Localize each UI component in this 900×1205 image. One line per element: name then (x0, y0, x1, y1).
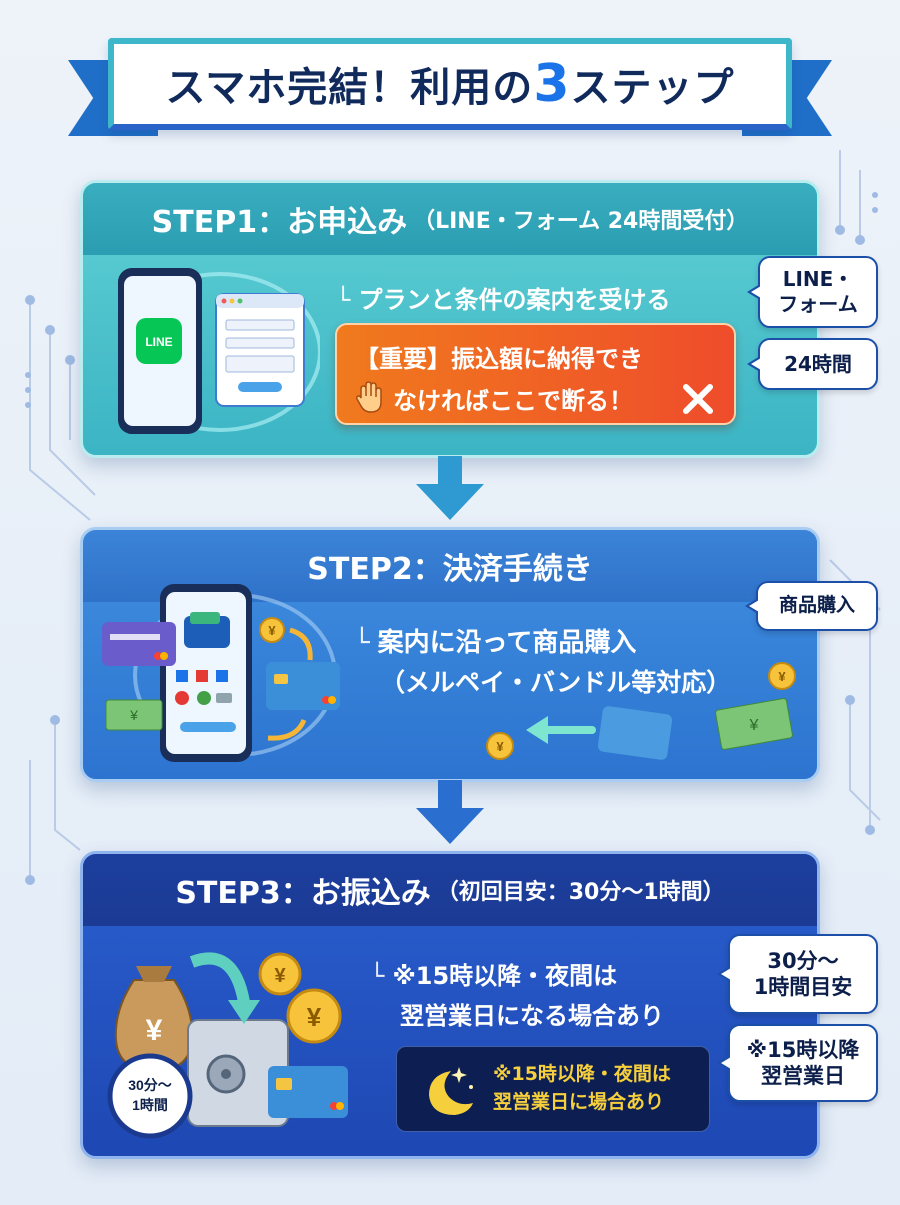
step3-point-line2: 翌営業日になる場合あり (400, 996, 664, 1031)
title-text: スマホ完結！利用の (165, 65, 534, 111)
payment-illustration: ¥ ¥ (102, 584, 340, 762)
step3-point-text1: ※15時以降・夜間は (392, 962, 618, 990)
warning-line1: 【重要】振込額に納得でき (355, 345, 643, 373)
coin-yen-symbol: ¥ (307, 1002, 322, 1032)
bag-yen-symbol: ¥ (146, 1014, 163, 1047)
step1-point: └プランと条件の案内を受ける (336, 280, 670, 315)
coin-yen-symbol: ¥ (268, 623, 276, 638)
bracket-mark: └ (370, 962, 385, 990)
transfer-illustration: ¥ ¥ ¥ 30分〜 1時間 (107, 952, 348, 1139)
bubble-text-1: 30分〜 (767, 948, 839, 973)
step2-title: STEP2：決済手続き (307, 552, 593, 587)
step1-warning-box: 【重要】振込額に納得でき なければここで断る！ (335, 323, 736, 425)
step2-point-text2: （メルペイ・バンドル等対応） (380, 668, 732, 697)
down-arrow-1 (416, 456, 484, 520)
bubble-text-2: 翌営業日 (761, 1064, 845, 1088)
step1-bubble-line-form: LINE・ フォーム (747, 256, 878, 328)
down-arrow-2 (416, 780, 484, 844)
cross-icon (683, 384, 713, 414)
bubble-text-1: LINE・ (782, 267, 854, 291)
banner-plate: スマホ完結！利用の3ステップ (108, 38, 792, 130)
bracket-mark: └ (336, 286, 351, 314)
step3-header: STEP3：お振込み （初回目安：30分〜1時間） (83, 854, 817, 926)
moon-icon (429, 1067, 473, 1115)
title-banner: スマホ完結！利用の3ステップ (68, 38, 832, 148)
warning-line2: なければここで断る！ (393, 387, 633, 415)
title-number: 3 (533, 54, 571, 114)
phone-form-illustration: LINE (118, 268, 320, 434)
step3-point-line1: └※15時以降・夜間は (370, 956, 617, 991)
bubble-text-2: 1時間目安 (753, 975, 853, 999)
step2-point-text1: 案内に沿って商品購入 (377, 628, 637, 658)
coin-yen-symbol: ¥ (778, 669, 786, 684)
step1-header: STEP1：お申込み （LINE・フォーム 24時間受付） (83, 183, 817, 255)
night-notice-box: ※15時以降・夜間は 翌営業日に場合あり (396, 1046, 710, 1132)
card-transfer-illustration: ¥ ¥ ¥ (486, 662, 796, 760)
step1-point-text: プランと条件の案内を受ける (358, 286, 671, 314)
step3-title: STEP3：お振込み (175, 876, 431, 911)
line-app-icon: LINE (145, 335, 172, 349)
step3-bubble-after15: ※15時以降 翌営業日 (717, 1024, 878, 1102)
night-line2: 翌営業日に場合あり (493, 1090, 665, 1113)
coin-yen-symbol: ¥ (496, 739, 504, 754)
night-line1: ※15時以降・夜間は (493, 1063, 671, 1085)
page-title: スマホ完結！利用の3ステップ (166, 54, 735, 114)
stop-hand-icon (356, 381, 382, 413)
bubble-text: 24時間 (784, 351, 852, 376)
bill-yen-symbol: ¥ (749, 717, 759, 734)
step2-point-line1: └案内に沿って商品購入 (354, 622, 636, 659)
bubble-text-2: フォーム (778, 292, 858, 316)
coin-yen-symbol: ¥ (274, 965, 286, 987)
title-tail: ステップ (570, 65, 735, 111)
bubble-text: 商品購入 (778, 594, 855, 617)
step3-point-text2: 翌営業日になる場合あり (400, 1002, 664, 1030)
step3-subtitle: （初回目安：30分〜1時間） (436, 880, 725, 905)
step2-point-line2: （メルペイ・バンドル等対応） (380, 663, 731, 699)
step2-bubble-purchase: 商品購入 (745, 581, 878, 631)
night-notice-text: ※15時以降・夜間は 翌営業日に場合あり (493, 1061, 671, 1116)
clock-line1: 30分〜 (128, 1077, 172, 1093)
step2-panel: STEP2：決済手続き (80, 527, 820, 782)
step1-title: STEP1：お申込み (151, 205, 408, 240)
bill-yen-symbol: ¥ (129, 707, 138, 723)
step1-subtitle: （LINE・フォーム 24時間受付） (413, 209, 749, 234)
step1-bubble-24h: 24時間 (747, 338, 878, 390)
clock-line2: 1時間 (132, 1097, 168, 1113)
bracket-mark: └ (354, 628, 370, 658)
bubble-text-1: ※15時以降 (746, 1037, 860, 1062)
step3-bubble-time: 30分〜 1時間目安 (717, 934, 878, 1014)
